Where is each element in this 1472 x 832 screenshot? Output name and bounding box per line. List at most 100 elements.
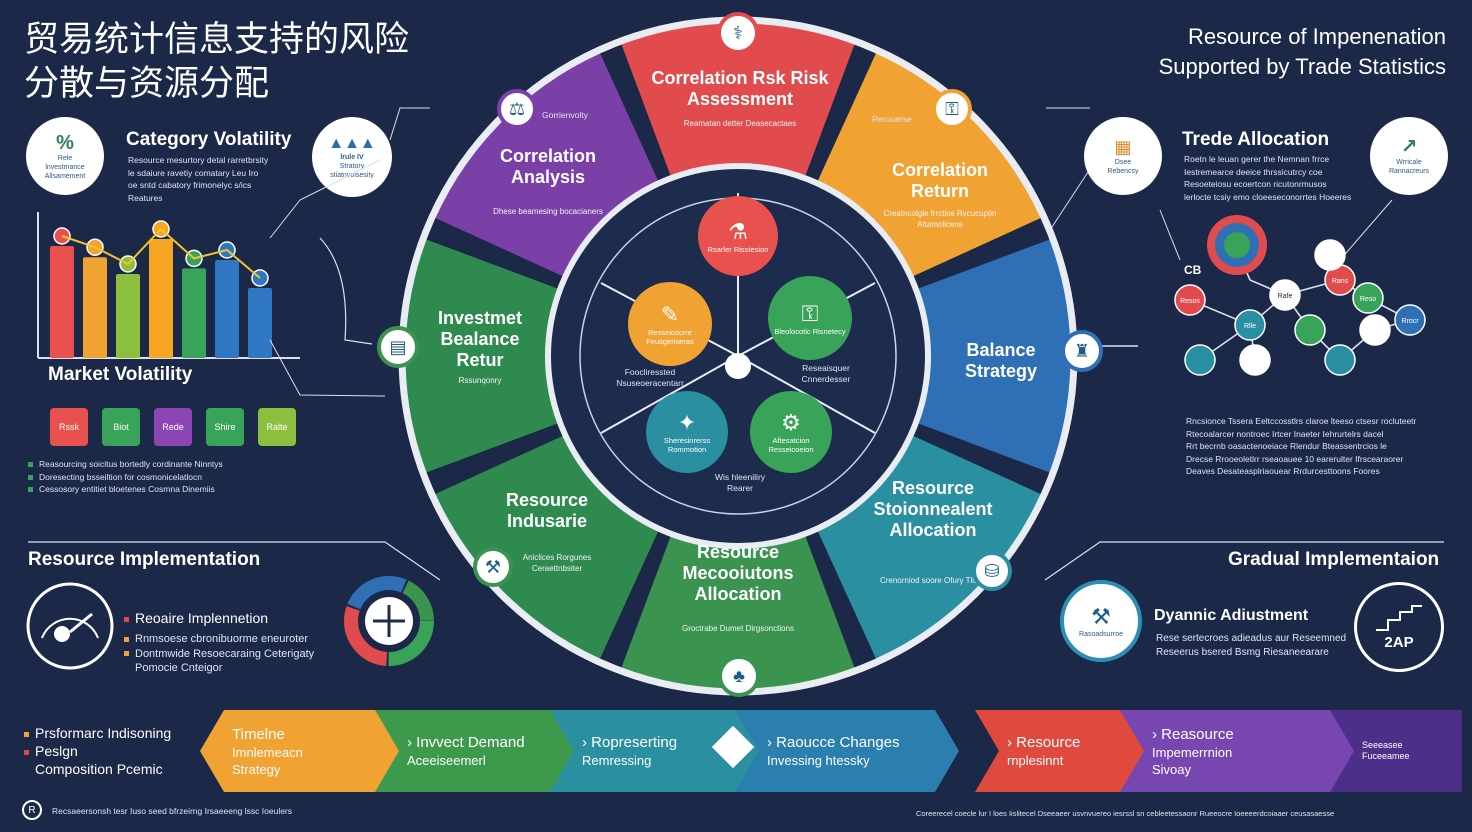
pencil-icon: ✎ [660,302,680,327]
bottom-resource-icon[interactable]: ♣ [718,655,760,697]
return-icon[interactable]: ⚿ [932,89,972,129]
network-node [1314,239,1346,271]
inner-promotion-circle[interactable]: ✦ Sheresinrerss Rommotion [646,391,728,473]
process-arrow-band [200,710,1462,792]
trade-allocation-title: Trede Allocation [1182,129,1330,150]
inner-resource-circle[interactable]: ✎ Resseioscrre Feusgeriseras [628,282,712,366]
volatility-bar [149,239,173,358]
inner-allocation-circle[interactable]: ⚙ Aftesatcion Resseicoeion [750,391,832,473]
text-line: le sdaiure ravetiy comatary Leu Iro [128,167,259,178]
allocation-icon[interactable]: ⛁ [972,551,1012,591]
wheel-segment[interactable] [917,238,1074,474]
segment-sub: Rssunqonry [458,376,502,385]
gradual-implementation-title: Gradual Implementaion [1228,549,1440,570]
segment-investmet-balance[interactable]: Investmet Bealance Retur Rssunqonry [420,308,540,386]
badge-chart-line: Stratory [339,162,365,170]
list-item-text: Reasourcing soicitus bortedly cordinante… [39,459,223,469]
process-step-text: › Invvect Demand [407,734,525,751]
wheel-segment[interactable] [620,535,856,692]
left-bullet-list: Reasourcing soicitus bortedly cordinante… [28,458,328,496]
list-item: Cessosory entitiet bloetenes Cosmna Dine… [28,483,328,496]
process-step-arrow[interactable] [735,710,959,792]
network-node-label: Rrocr [1401,318,1419,325]
inner-risk-circle[interactable]: ⚗ Rsarler Risstesion [698,196,778,276]
legend-item: Composition Pcemic [24,760,171,778]
volatility-bar-chart [37,212,300,359]
network-label: CB [1184,263,1202,277]
percent-icon: % [56,131,74,154]
badge-small-text: Rasoadsurroe [1079,630,1123,638]
segment-resource-stoionnealent[interactable]: Resource Stoionnealent Allocation Crenor… [868,478,998,586]
segment-resource-indusarie[interactable]: Resource Indusarie Aniclices Rorgunes Ce… [492,490,602,574]
analysis-icon[interactable]: ⚖ [497,89,537,129]
volatility-bar [182,268,206,358]
implementation-item-title: Reoaire Implennetion [124,610,268,626]
volatility-bar [248,288,272,358]
investment-icon[interactable]: ▤ [377,326,419,368]
badge-right-line: Rannacreurs [1388,168,1430,175]
band-legend: Prsformarc Indisoning Peslgn Composition… [24,724,171,778]
category-description: Resource mesurtory detal rarretbrsity le… [128,154,308,204]
top-risk-icon[interactable]: ⚕ [717,12,759,54]
network-node [1269,279,1301,311]
wheel-segment[interactable] [402,238,559,474]
process-step-text: Seeeasee [1362,740,1403,750]
process-step-text: › Raoucce Changes [767,734,900,751]
category-box: Shire [206,408,244,446]
inner-text: Sheresinrerss Rommotion [663,436,711,454]
list-item: Rnmsoese cbronibuorme eneuroter [124,632,314,647]
process-step-arrow[interactable] [200,710,414,792]
legend-text: Peslgn [35,743,78,759]
text-line: Reseerus bsered Bsmg Riesaneearare [1156,647,1329,658]
process-step-arrow[interactable] [375,710,589,792]
inner-text: Bleolocotic Risnetecy [774,326,846,336]
gear-icon: ⚙ [781,410,801,435]
segment-balance-strategy[interactable]: Balance Strategy [945,340,1057,382]
process-step-text: Fuceeamee [1362,751,1410,761]
text-line: Iestremearce deeice thrssicutrcy coe [1184,166,1323,177]
process-step-arrow[interactable] [1330,710,1462,792]
list-item-text: Cessosory entitiet bloetenes Cosmna Dine… [39,484,215,494]
badge-trade-line: Rebencsy [1107,167,1139,175]
process-step-text: Sivoay [1152,761,1192,777]
process-step-arrow[interactable] [975,710,1159,792]
segment-resource-allocation[interactable]: Resource Mecooiutons Allocation Groctrab… [668,542,808,634]
balance-icon[interactable]: ♜ [1061,330,1103,372]
network-node-label: Rlle [1244,323,1256,330]
inner-ecology-circle[interactable]: ⚿ Bleolocotic Risnetecy [768,276,852,360]
footer-logo-icon: R [22,800,42,820]
process-step-arrow[interactable] [550,710,774,792]
key-icon: ⚿ [801,300,819,326]
gauge-icon [26,582,114,670]
segment-title: Correlation Rsk Risk Assessment [651,68,829,109]
process-step-text: Strategy [232,761,281,777]
network-node [1174,284,1206,316]
segment-correlation-risk[interactable]: Correlation Rsk Risk Assessment Reamatan… [650,68,830,129]
network-node [1324,344,1356,376]
list-item: Doresecting bsseiltion for cosmonicelatl… [28,471,328,484]
process-step-text: Timelne [232,725,285,743]
text-line: Rese sertecroes adieadus aur Reseemned [1156,633,1347,644]
hub-right-label: Reseaisquer Cnnerdesser [801,363,851,384]
text-line: Reatures [128,192,163,203]
segment-title: Balance Strategy [964,340,1038,381]
segment-correlation-return[interactable]: Correlation Return Creatncolgle frrctios… [870,160,1010,230]
process-step-arrow[interactable] [1120,710,1369,792]
segment-correlation-analysis[interactable]: Correlation Analysis Dhese beamesing boc… [478,146,618,217]
right-badge: ↗ Wrricale Rannacreurs [1370,117,1448,195]
people-chart-icon: ▲▲▲ [328,134,376,152]
wheel-segment[interactable] [620,20,856,177]
flask-icon: ⚗ [728,218,748,244]
volatility-bar [116,274,140,358]
badge-pct-line: Allsamement [44,172,86,180]
resource-icon[interactable]: ⚒ [473,547,513,587]
network-node [1234,309,1266,341]
